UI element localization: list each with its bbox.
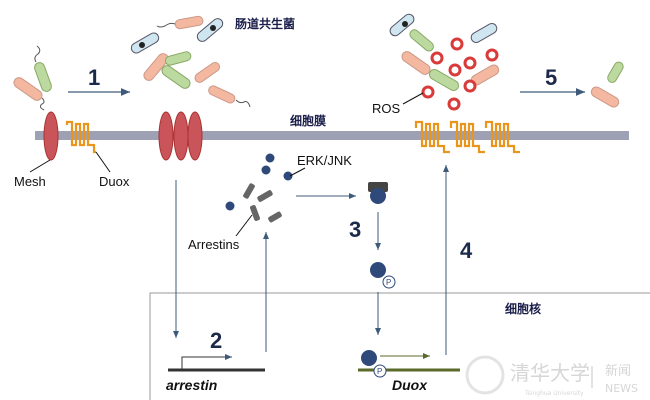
step-3-number: 3 — [349, 217, 361, 242]
nucleus-label: 细胞核 — [505, 301, 541, 316]
erk-leader-line — [289, 167, 306, 177]
watermark-school: 清华大学 — [510, 361, 590, 385]
bacteria-group-left — [13, 45, 52, 111]
duox-gene-label: Duox — [392, 377, 428, 393]
bacteria-group-middle — [130, 15, 251, 108]
arrestin-gene-label: arrestin — [166, 377, 217, 393]
erk-jnk-bound — [370, 188, 386, 204]
arrestin-proteins — [243, 183, 282, 223]
mesh-receptor — [158, 111, 174, 161]
duox-enzyme — [484, 120, 520, 154]
erk-jnk-label: ERK/JNK — [297, 153, 352, 168]
watermark-news: 新闻 — [605, 363, 631, 379]
phospho-erk-on-promoter — [361, 350, 377, 366]
watermark-school-en: Tsinghua University — [524, 390, 584, 397]
arrestins-leader-line — [235, 214, 253, 237]
step-1-number: 1 — [88, 65, 100, 90]
mesh-leader-line — [29, 159, 51, 173]
mesh-receptor — [187, 111, 203, 161]
gut-bacteria-label: 肠道共生菌 — [235, 16, 295, 31]
university-seal-icon — [465, 355, 505, 395]
bacteria-group-right — [389, 13, 624, 108]
phosphate-label: P — [386, 278, 391, 287]
cell-membrane-label: 细胞膜 — [290, 113, 326, 128]
phosphate-badge — [382, 275, 396, 289]
step-4-number: 4 — [460, 238, 473, 263]
erk-jnk-proteins — [225, 153, 293, 211]
nucleus-box — [149, 292, 650, 400]
kinase-complex — [368, 182, 388, 192]
step-2-number: 2 — [210, 328, 222, 353]
watermark-news-en: NEWS — [605, 382, 638, 395]
phospho-erk — [370, 262, 386, 278]
step-5-number: 5 — [545, 65, 557, 90]
cell-membrane — [35, 131, 629, 140]
ros-molecules — [421, 37, 499, 111]
arrestins-label: Arrestins — [188, 237, 240, 252]
duox-enzyme — [65, 120, 96, 154]
duox-enzyme — [449, 120, 485, 154]
duox-label: Duox — [99, 174, 130, 189]
mesh-label: Mesh — [14, 174, 46, 189]
duox-enzyme — [414, 120, 450, 154]
watermark: 清华大学 Tsinghua University 新闻 NEWS — [465, 355, 638, 397]
phosphate-label: P — [377, 367, 382, 376]
mesh-receptor — [43, 111, 59, 161]
arrestin-transcription-arrow — [181, 354, 232, 370]
ros-label: ROS — [372, 101, 401, 116]
duox-leader-line — [95, 151, 111, 173]
mesh-receptor — [173, 111, 189, 161]
ros-leader-line — [402, 92, 424, 105]
